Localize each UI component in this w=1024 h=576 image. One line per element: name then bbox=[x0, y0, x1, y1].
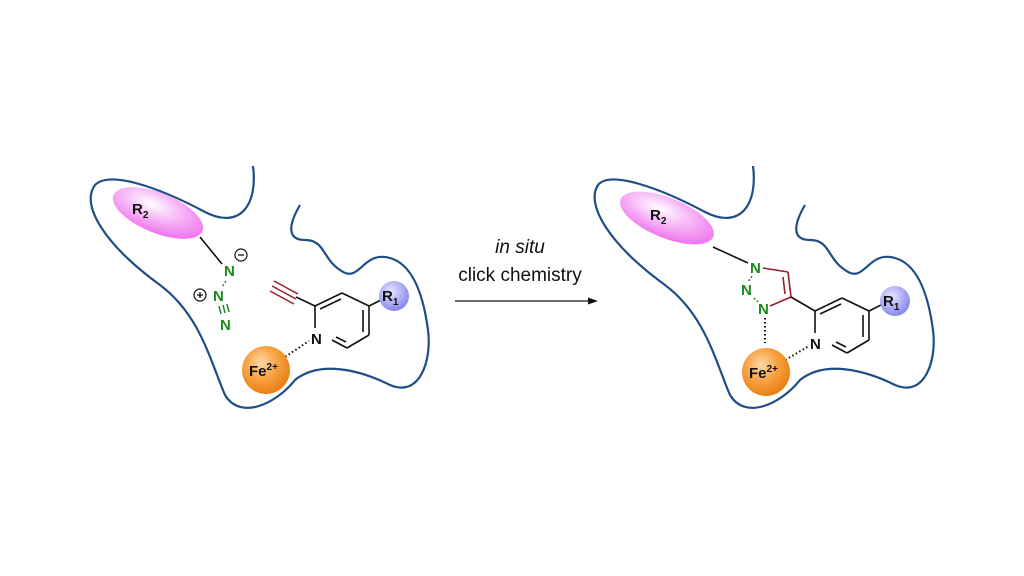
right-complex: R2 N N N N R1 bbox=[593, 165, 935, 409]
azide-n3: N bbox=[220, 317, 231, 334]
r1-label: R1 bbox=[382, 288, 399, 308]
arrow-head-icon bbox=[588, 297, 598, 305]
arrow-label-click-chemistry: click chemistry bbox=[458, 265, 582, 286]
alkyne bbox=[269, 280, 299, 305]
r2-substituent bbox=[112, 187, 204, 239]
r2-triazole-bond bbox=[712, 246, 749, 264]
left-complex: R2 N N N bbox=[89, 165, 430, 409]
azide-n2: N bbox=[213, 288, 224, 305]
arrow-label-in-situ: in situ bbox=[495, 237, 545, 258]
triazole-carbons bbox=[762, 267, 792, 307]
triazole-n1: N bbox=[750, 260, 761, 277]
r2-substituent bbox=[620, 191, 714, 245]
positive-charge-icon bbox=[193, 288, 207, 302]
r2-azide-bond bbox=[199, 236, 223, 265]
pyridine-nitrogen: N bbox=[810, 336, 821, 353]
pyridine-ring bbox=[314, 292, 382, 349]
r2-label: R2 bbox=[650, 207, 667, 227]
r1-substituent bbox=[379, 281, 409, 311]
fe-ion bbox=[242, 346, 290, 394]
binding-pocket-outline bbox=[89, 165, 430, 409]
triazole-n3: N bbox=[758, 301, 769, 318]
reaction-arrow: in situ click chemistry bbox=[455, 237, 598, 305]
fe-ion bbox=[742, 348, 790, 396]
fe-label: Fe2+ bbox=[749, 364, 778, 382]
r1-substituent bbox=[880, 286, 910, 316]
negative-charge-icon bbox=[234, 248, 248, 262]
azide-n1: N bbox=[224, 263, 235, 280]
pyridine-nitrogen: N bbox=[311, 331, 322, 348]
pyridine-ring bbox=[814, 297, 882, 354]
r1-label: R1 bbox=[883, 293, 900, 313]
binding-pocket-outline bbox=[593, 165, 935, 409]
fe-pyridine-coordination bbox=[781, 345, 810, 363]
fe-n-coordination bbox=[281, 340, 310, 360]
fe-label: Fe2+ bbox=[249, 362, 278, 380]
triazole-n2: N bbox=[741, 282, 752, 299]
r2-label: R2 bbox=[132, 201, 149, 221]
